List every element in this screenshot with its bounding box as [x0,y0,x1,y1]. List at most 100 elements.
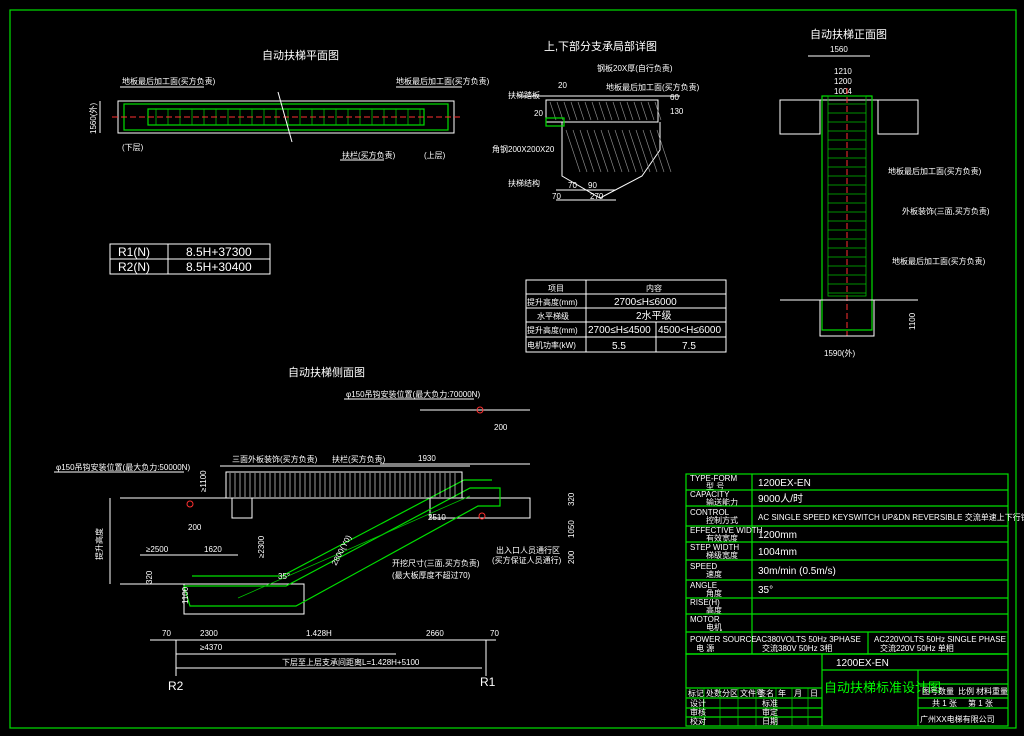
front-dim-bottom: 1590(外) [824,348,855,358]
side-dim-2800: 2800(Y0) [330,533,354,567]
spec-rise2-v2: 4500<H≤6000 [658,325,721,336]
side-dim-2300v: ≥2300 [257,535,266,558]
side-dim-1100: ≥1100 [199,470,208,492]
side-dim-1930: 1930 [418,454,436,463]
side-dim-70b: 70 [490,629,499,638]
tb-drawing-name: 自动扶梯标准设计图 [824,680,941,695]
front-slab-left [779,99,821,135]
tb-sheet-header: 数量 [938,686,954,696]
side-label-balustrade: 三面外板装饰(买方负责) [232,454,318,464]
hatch-line [642,129,658,173]
support-dim-1: 20 [558,81,567,90]
side-label-total: 下层至上层支承间距离L=1.428H+5100 [282,657,420,667]
support-detail-title: 上,下部分支承局部详图 [544,39,657,53]
support-label-left-top: 扶梯踏板 [508,90,540,100]
side-r1: R1 [480,675,496,689]
side-label-entry: 出入口人员通行区 [496,545,560,555]
support-dim-2: 20 [534,109,543,118]
slab-hatch-line [640,101,648,121]
side-entry-point [478,512,486,520]
side-label-pit: 开挖尺寸(三面,买方负责) [392,558,480,568]
tb-row-label: EFFECTIVE WIDTH [690,526,763,535]
slab-hatch-line [619,101,627,121]
tb-sign-label: 审核 [690,707,706,717]
support-dim-6: 70 [552,192,561,201]
front-view-title: 自动扶梯正面图 [810,27,887,41]
hatch-line [607,129,623,173]
support-angle-steel [545,117,565,127]
side-label-top-load: φ150吊钩安装位置(最大负力:70000N) [346,389,480,399]
tb-revision-header: 月 [794,689,802,698]
side-label-entry2: (买方保证人员通行) [492,555,562,565]
slab-hatch-line [626,101,634,121]
tb-row-value: 1200EX-EN [758,478,811,489]
tb-sheet-number: 第 1 张 [968,698,993,708]
tb-row-label: TYPE-FORM [690,474,737,483]
side-dim-2500: ≥2500 [146,545,169,554]
support-dim-9: 60 [670,93,679,102]
tb-row-sub: 输送能力 [706,497,738,507]
side-view-title: 自动扶梯侧面图 [288,365,365,379]
side-label-rail: 扶栏(买方负责) [332,454,386,464]
tb-row-value: 1200mm [758,530,797,541]
slab-hatch-line [570,101,578,121]
side-dim-2510: 2510 [428,513,446,522]
side-dim-angle: 35° [278,572,290,581]
side-view: 自动扶梯侧面图 φ150吊钩安装位置(最大负力:70000N) φ150吊钩安装… [54,365,576,693]
hatch-line [579,129,595,173]
slab-hatch-line [556,101,564,121]
tb-row-label: ANGLE [690,581,717,590]
side-handrail [192,479,492,577]
support-dim-8: 130 [670,107,684,116]
side-dim-320: 320 [145,570,154,584]
support-dim-4: 90 [588,181,597,190]
side-balustrade-hatch [229,473,456,497]
slab-hatch-line [584,101,592,121]
support-hatch [549,101,672,173]
tb-model: 1200EX-EN [836,658,889,669]
hatch-line [565,129,581,173]
tb-sheet-header: 重量 [992,686,1008,696]
hatch-line [621,129,637,173]
slab-hatch-line [612,101,620,121]
tb-power-v1a: AC380VOLTS 50Hz 3PHASE [756,635,861,644]
tb-row-sub: 型 号 [706,482,724,491]
plan-view-title: 自动扶梯平面图 [262,48,339,62]
tb-revision-header: 年 [778,688,786,698]
front-step-lines [828,103,866,294]
tb-power-label: POWER SOURCE [690,635,757,644]
hatch-line [635,129,651,173]
tb-power-sub: 电 源 [696,643,714,653]
plan-end-right: (上层) [424,151,446,160]
spec-steps-value: 2水平级 [636,310,672,322]
tb-row-value: 1004mm [758,547,797,558]
tb-row-label: RISE(H) [690,598,720,607]
tb-revision-header: 分区 [722,689,738,698]
spec-rise-value: 2700≤H≤6000 [614,297,677,308]
front-dim-1560: 1560 [830,45,848,54]
tb-row-sub: 梯级宽度 [706,550,738,560]
tb-sheet-header: 材料 [976,686,992,696]
side-lower-pit [183,583,305,615]
tb-row-label: CAPACITY [690,490,730,499]
hatch-line [586,129,602,173]
tb-row-sub: 有效宽度 [706,533,738,543]
side-step-line [237,495,471,599]
tb-sign-label-2: 审定 [762,707,778,717]
spec-steps-label: 水平梯级 [537,311,569,321]
tb-revision-header: 处数 [706,688,722,698]
support-detail: 上,下部分支承局部详图 钢板20X厚(自行负责) 扶梯踏板 地板最后加工面(买方… [492,39,700,201]
tb-row-label: STEP WIDTH [690,543,739,552]
spec-rise2-v1: 2700≤H≤4500 [588,325,651,336]
spec-power-v1: 5.5 [612,341,626,352]
tb-sheet-header: 比例 [958,686,974,696]
hatch-line [628,129,644,173]
tb-row-value: 35° [758,585,773,596]
plan-view: 自动扶梯平面图 1560(外) 地板最后加工面(买方负责) 地板最后加工面(买方… [88,48,490,161]
radius-r2-value: 8.5H+30400 [186,260,252,274]
side-hook-left [186,500,194,508]
tb-revision-header: 签名 [758,688,774,698]
tb-row-label: MOTOR [690,615,720,624]
side-truss [183,487,501,607]
